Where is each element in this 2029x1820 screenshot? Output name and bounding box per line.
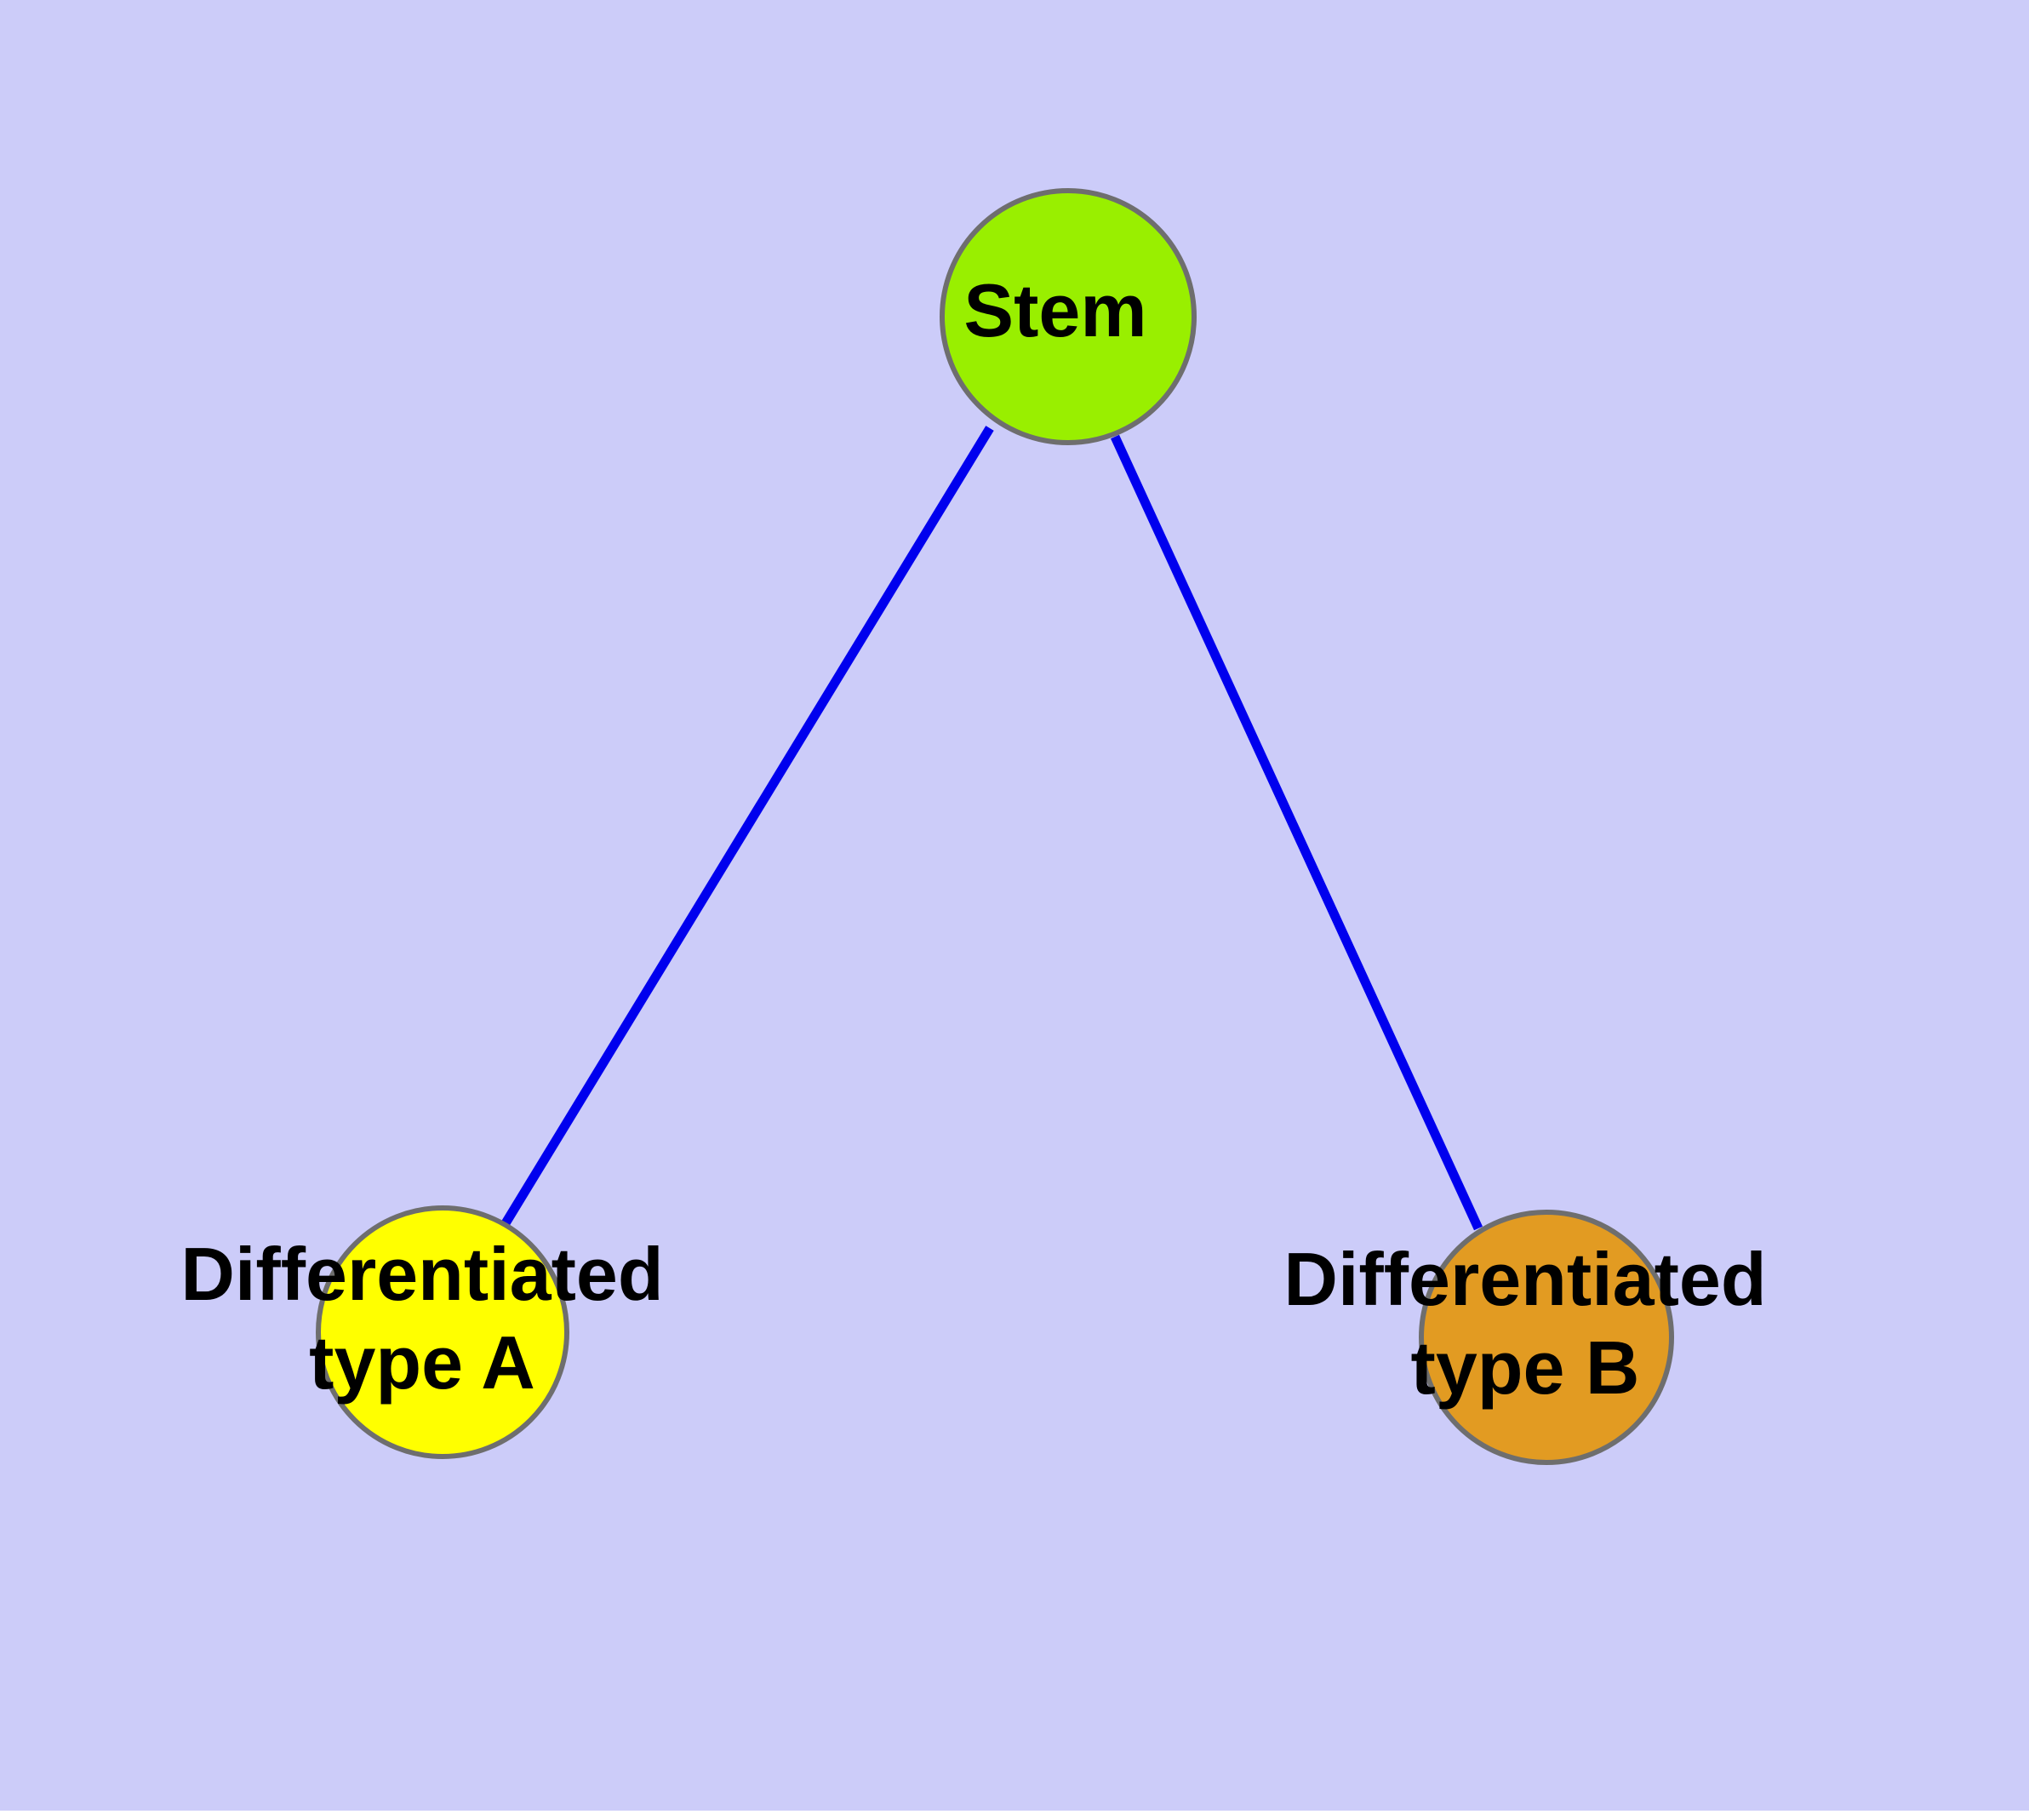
node-differentiated-type-b-circle[interactable] [1419, 1210, 1674, 1465]
node-differentiated-type-a-circle[interactable] [316, 1205, 569, 1459]
edge-stem-to-differentiated-type-b[interactable] [1111, 434, 1483, 1231]
edges-layer [501, 426, 1483, 1231]
node-stem-label: Stem [963, 268, 1146, 352]
edge-stem-to-differentiated-type-a[interactable] [501, 426, 994, 1226]
node-stem[interactable]: Stem [940, 188, 1197, 445]
node-stem-circle[interactable] [940, 188, 1197, 445]
